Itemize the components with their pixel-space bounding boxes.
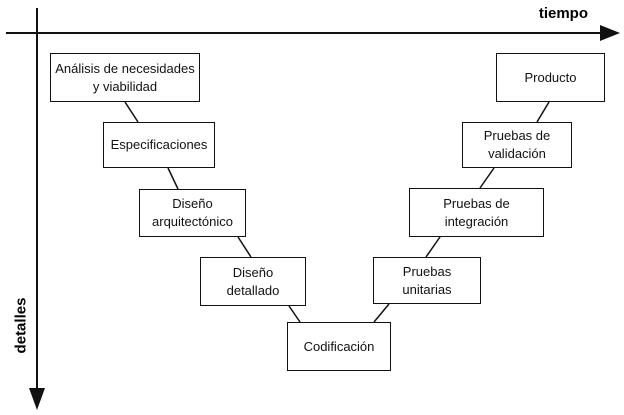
stage-pruebas-validacion-line2: validación	[488, 146, 546, 161]
stage-producto: Producto	[496, 53, 605, 102]
stage-diseno-arquitectonico-line2: arquitectónico	[152, 214, 233, 229]
stage-producto-line1: Producto	[524, 69, 577, 85]
stage-diseno-detallado: Diseño detallado	[200, 257, 306, 306]
stage-pruebas-unitarias: Pruebas unitarias	[373, 257, 481, 304]
stage-pruebas-validacion: Pruebas de validación	[462, 122, 572, 168]
connector-analisis-especificaciones	[124, 101, 139, 123]
stage-analisis-line2: y viabilidad	[92, 78, 158, 94]
stage-pruebas-integracion: Pruebas de integración	[409, 188, 544, 237]
stage-diseno-detallado-line2: detallado	[226, 282, 280, 298]
stage-diseno-arquitectonico: Diseño arquitectónico	[139, 189, 246, 237]
time-axis-label: tiempo	[538, 5, 588, 22]
stage-especificaciones: Especificaciones	[103, 122, 215, 168]
stage-pruebas-integracion-line1: Pruebas de	[443, 195, 510, 211]
stage-pruebas-unitarias-line1: Pruebas	[402, 263, 452, 279]
connector-pruebas-integracion-pruebas-validacion	[479, 167, 495, 189]
connector-especificaciones-diseno-arquitectonico	[167, 167, 179, 190]
stage-diseno-arquitectonico-line1: Diseño	[172, 196, 213, 212]
stage-diseno-detallado-line1: Diseño	[232, 264, 274, 280]
detail-axis-label: detalles	[12, 297, 30, 354]
connector-diseno-detallado-codificacion	[288, 305, 301, 323]
detail-axis-arrowhead	[29, 388, 45, 410]
stage-analisis-line1: Análisis de necesidades	[55, 60, 195, 76]
stage-analisis-necesidades: Análisis de necesidades y viabilidad	[50, 53, 200, 102]
stage-pruebas-integracion-line2: integración	[444, 213, 509, 229]
time-axis-arrowhead	[600, 25, 620, 41]
stage-codificacion-line1: Codificación	[303, 338, 375, 354]
connector-codificacion-pruebas-unitarias	[373, 303, 390, 323]
connector-pruebas-validacion-producto	[536, 101, 550, 123]
stage-codificacion: Codificación	[287, 322, 391, 371]
stage-pruebas-unitarias-line2: unitarias	[402, 281, 452, 297]
stage-especificaciones-line1: Especificaciones	[110, 137, 208, 153]
connector-diseno-arquitectonico-diseno-detallado	[237, 236, 252, 258]
stage-pruebas-validacion-line1: Pruebas de	[483, 128, 551, 144]
connector-pruebas-unitarias-pruebas-integracion	[425, 236, 441, 258]
